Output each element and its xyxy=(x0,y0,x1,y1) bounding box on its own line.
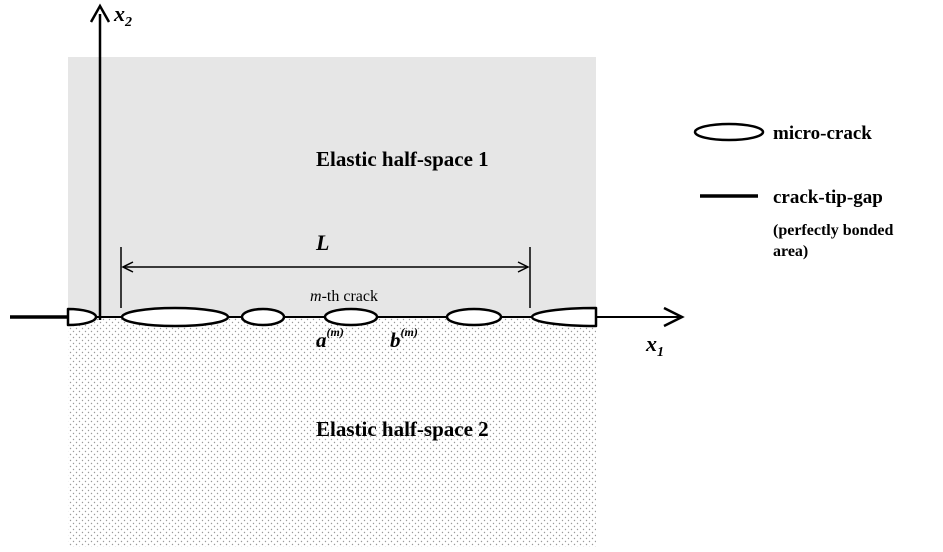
partial-crack-left xyxy=(66,307,98,327)
crack-row xyxy=(66,306,598,328)
partial-crack-right xyxy=(530,306,598,328)
lower-half-space xyxy=(68,317,596,547)
micro-crack-2 xyxy=(240,307,286,327)
legend-note-line1: (perfectly bonded xyxy=(773,222,894,239)
upper-half-space xyxy=(68,57,596,317)
x1-axis-arrowhead xyxy=(663,306,685,328)
mth-crack-label: m-th crack xyxy=(310,288,378,305)
micro-crack-4 xyxy=(445,307,503,327)
x2-axis-arrowhead xyxy=(89,3,111,23)
lower-region-label: Elastic half-space 2 xyxy=(316,417,489,441)
micro-crack-mth xyxy=(323,307,379,327)
dimension-arrow-right xyxy=(517,261,530,273)
legend-crack-tip-gap-label: crack-tip-gap xyxy=(773,187,883,208)
legend-micro-crack-label: micro-crack xyxy=(773,123,872,144)
upper-region-label: Elastic half-space 1 xyxy=(316,147,489,171)
x2-axis-label: x2 xyxy=(113,1,132,30)
crack-start-label: a(m) xyxy=(316,325,344,352)
x1-axis-label: x1 xyxy=(645,331,664,360)
micro-crack-1 xyxy=(120,306,230,328)
crack-end-label: b(m) xyxy=(390,325,418,352)
legend: micro-crack crack-tip-gap (perfectly bon… xyxy=(693,122,894,260)
dimension-arrow-left xyxy=(121,261,134,273)
legend-note-line2: area) xyxy=(773,243,808,260)
dimension-label: L xyxy=(315,230,329,255)
legend-micro-crack-icon xyxy=(693,122,765,142)
